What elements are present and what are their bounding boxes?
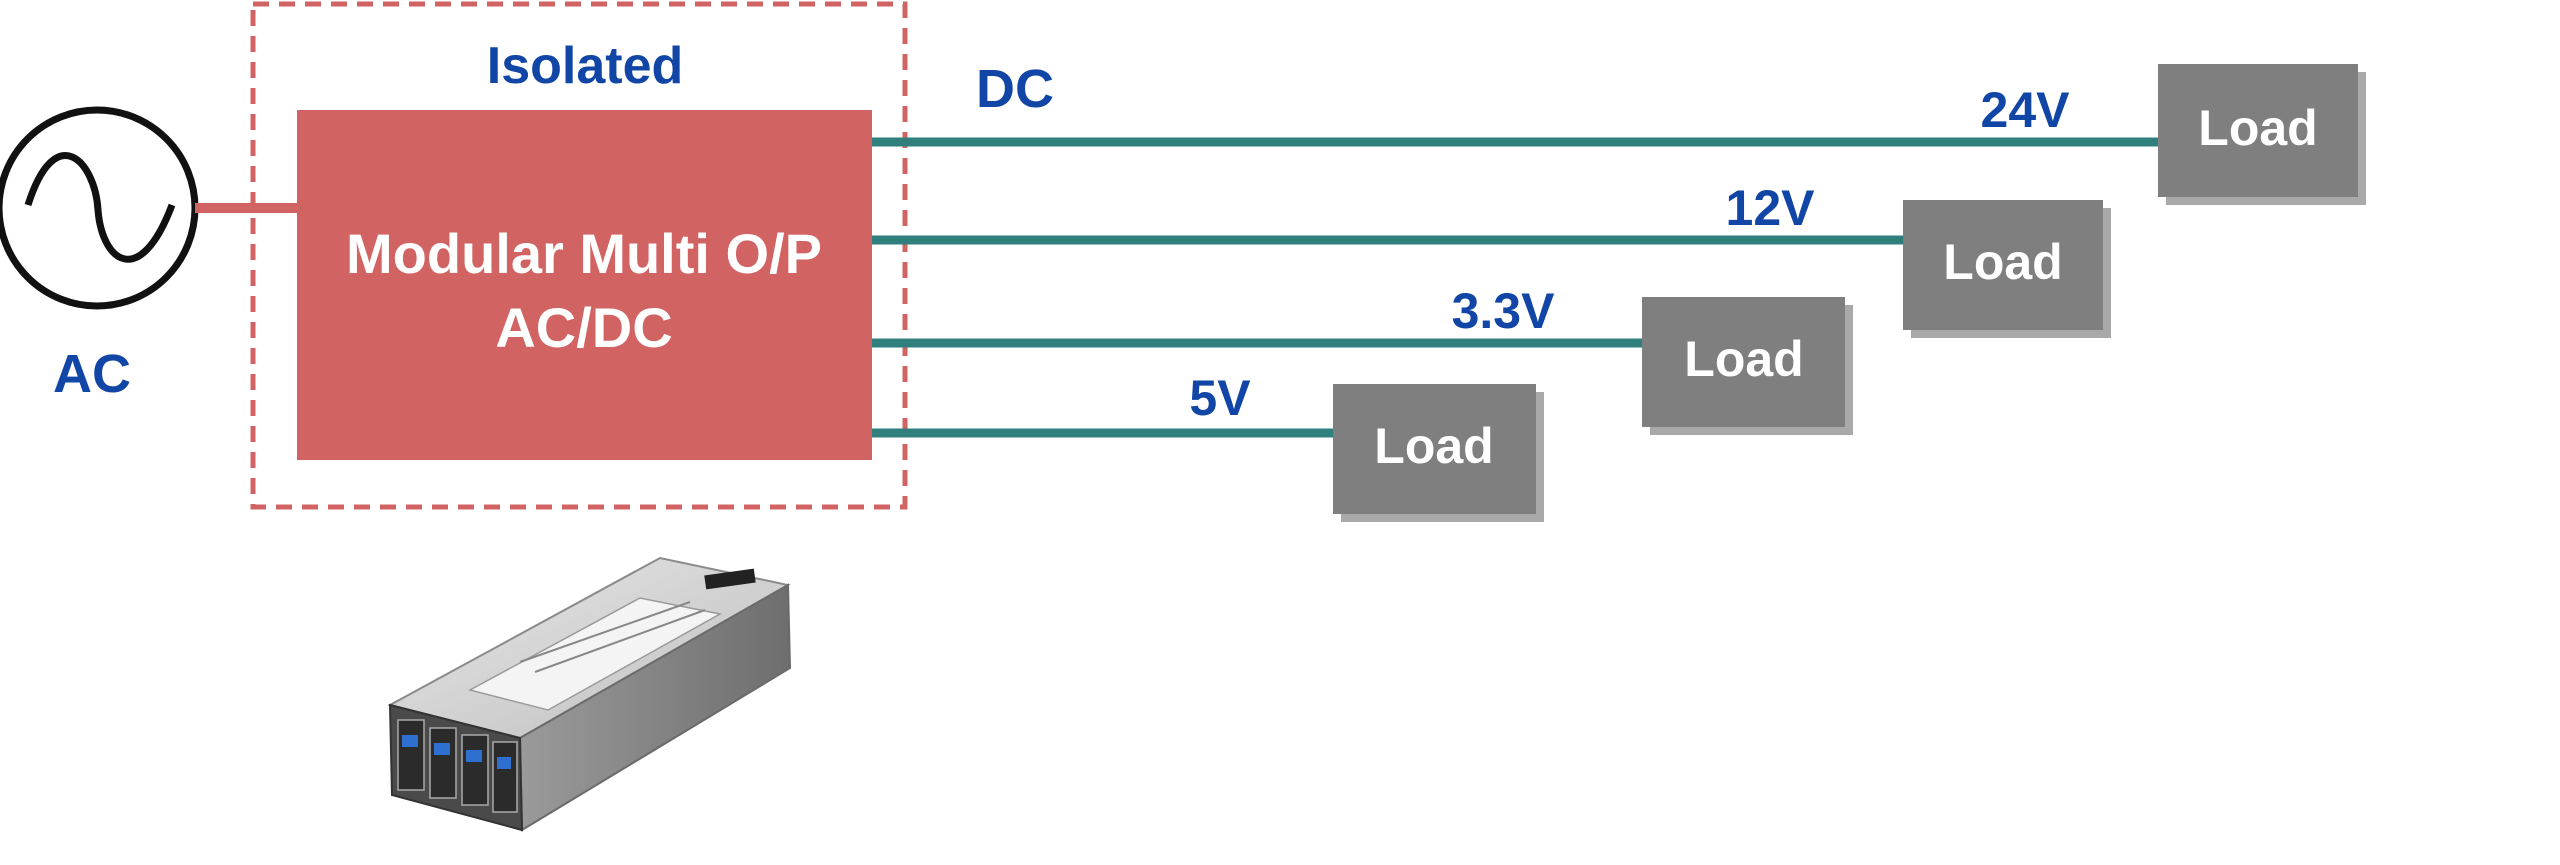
psu-fan-grille xyxy=(704,568,756,590)
load-box xyxy=(1333,384,1536,514)
psu-module-connector xyxy=(497,757,511,769)
load-label: Load xyxy=(2198,100,2317,156)
voltage-label-12v: 12V xyxy=(1726,180,1816,236)
dc-label: DC xyxy=(976,59,1054,119)
converter-title-line2: AC/DC xyxy=(495,296,672,359)
psu-output-modules xyxy=(397,719,518,813)
load-box xyxy=(1903,200,2103,330)
ac-source xyxy=(0,106,199,310)
sine-wave-icon xyxy=(24,152,176,263)
isolation-boundary xyxy=(250,1,908,510)
converter-title-line1: Modular Multi O/P xyxy=(346,222,822,285)
psu-module xyxy=(461,734,489,806)
psu-module xyxy=(429,727,457,799)
psu-module xyxy=(492,741,518,813)
psu-module-connector xyxy=(466,750,482,762)
load-box-5v: Load xyxy=(1333,384,1544,522)
load-box-3v3: Load xyxy=(1642,297,1853,435)
voltage-label-5v: 5V xyxy=(1189,370,1251,426)
load-label: Load xyxy=(1943,234,2062,290)
isolated-label: Isolated xyxy=(487,37,684,95)
load-box xyxy=(1642,297,1845,427)
load-label: Load xyxy=(1374,418,1493,474)
load-box-12v: Load xyxy=(1903,200,2111,338)
voltage-label-24v: 24V xyxy=(1981,82,2071,138)
load-label: Load xyxy=(1684,331,1803,387)
psu-module-connector xyxy=(402,735,418,747)
ac-label: AC xyxy=(53,344,131,404)
psu-label-line xyxy=(534,609,706,673)
converter-block xyxy=(297,110,872,460)
load-box-24v: Load xyxy=(2158,64,2366,205)
power-supply-photo xyxy=(387,556,792,832)
psu-module xyxy=(397,719,425,791)
psu-label-panel xyxy=(467,597,723,711)
psu-module-connector xyxy=(434,743,450,755)
psu-label-line xyxy=(519,601,691,663)
voltage-label-3v3: 3.3V xyxy=(1452,283,1556,339)
load-box xyxy=(2158,64,2358,197)
